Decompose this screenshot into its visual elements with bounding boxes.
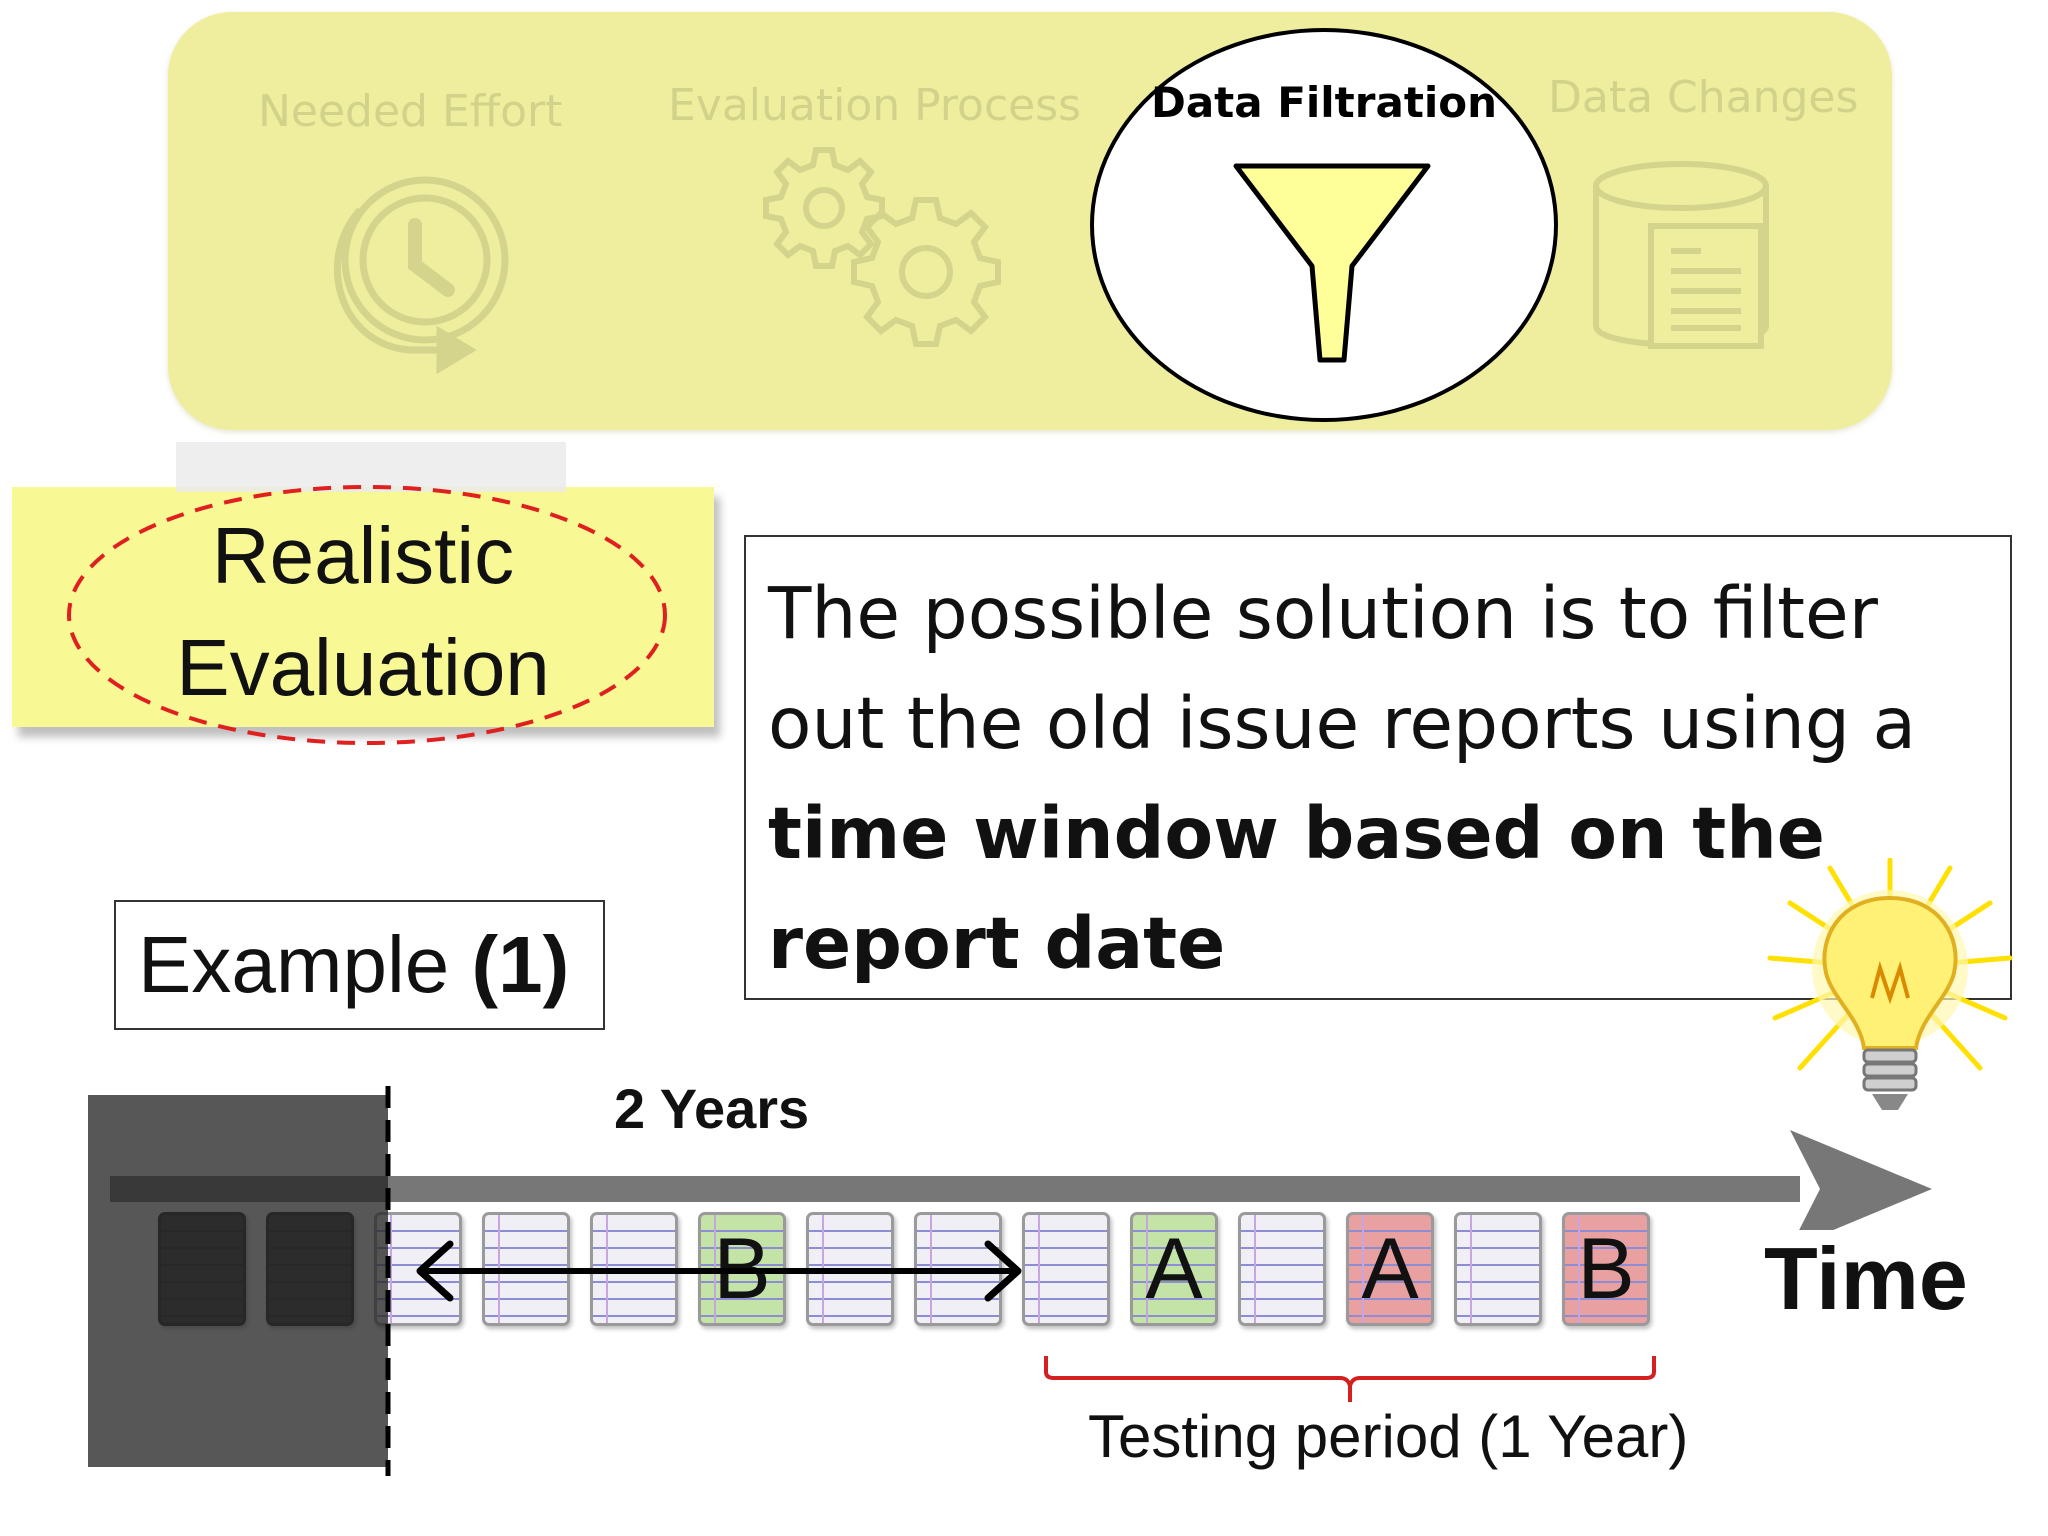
example-label: Example	[138, 920, 472, 1009]
time-axis-label: Time	[1764, 1229, 1968, 1328]
time-axis-arrow	[110, 1130, 1932, 1230]
testing-period-bracket	[1044, 1356, 1656, 1402]
step-label-evaluation-process: Evaluation Process	[668, 80, 1082, 131]
lightbulb-icon	[1767, 858, 2013, 1110]
step-label-data-filtration: Data Filtration	[1150, 78, 1498, 127]
step-label-needed-effort: Needed Effort	[258, 86, 563, 137]
clock-cycle-icon	[334, 176, 509, 375]
database-document-icon	[1593, 161, 1769, 349]
sticky-note-title: Realistic Evaluation	[12, 500, 714, 724]
window-start-dashed-line	[385, 1086, 391, 1476]
sticky-tape	[176, 442, 566, 492]
dashed-ellipse-highlight	[67, 485, 667, 745]
issue-report-card: B	[1562, 1212, 1650, 1326]
window-duration-label: 2 Years	[614, 1077, 810, 1140]
issue-report-card: A	[1346, 1212, 1434, 1326]
issue-report-card	[1022, 1212, 1110, 1326]
solution-text-regular: The possible solution is to filter out t…	[768, 572, 1916, 765]
window-double-arrow	[416, 1240, 1022, 1302]
step-label-data-changes: Data Changes	[1548, 72, 1859, 123]
sticky-note	[12, 487, 714, 727]
issue-report-card	[1454, 1212, 1542, 1326]
sticky-note-line-2: Evaluation	[176, 623, 550, 712]
solution-text-box: The possible solution is to filter out t…	[744, 535, 2012, 1000]
gears-icon	[763, 147, 1001, 347]
testing-period-label: Testing period (1 Year)	[1088, 1403, 1689, 1470]
filtered-out-region	[88, 1095, 388, 1467]
sticky-note-line-1: Realistic	[211, 511, 515, 600]
example-number: (1)	[471, 920, 570, 1009]
solution-text-bold: time window based on the report date	[768, 792, 1825, 985]
issue-report-card: A	[1130, 1212, 1218, 1326]
issue-report-card	[1238, 1212, 1326, 1326]
example-label-box: Example (1)	[114, 900, 605, 1030]
funnel-icon	[1233, 163, 1431, 363]
